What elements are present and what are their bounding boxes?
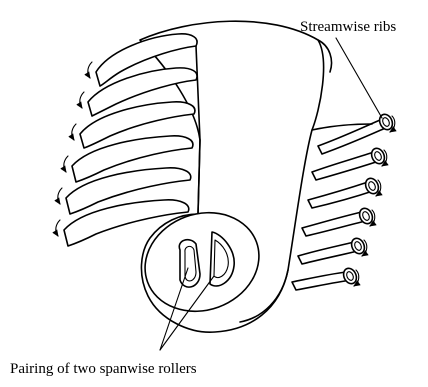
- right-rib-5: [298, 236, 367, 264]
- spanwise-rollers-label: Pairing of two spanwise rollers: [10, 362, 197, 377]
- right-rib-3: [308, 176, 381, 208]
- right-rib-6: [292, 266, 359, 290]
- leader-line-ribs: [336, 38, 382, 118]
- right-rib-1: [318, 112, 395, 154]
- streamwise-ribs-label: Streamwise ribs: [300, 20, 396, 35]
- right-rib-4: [302, 206, 375, 236]
